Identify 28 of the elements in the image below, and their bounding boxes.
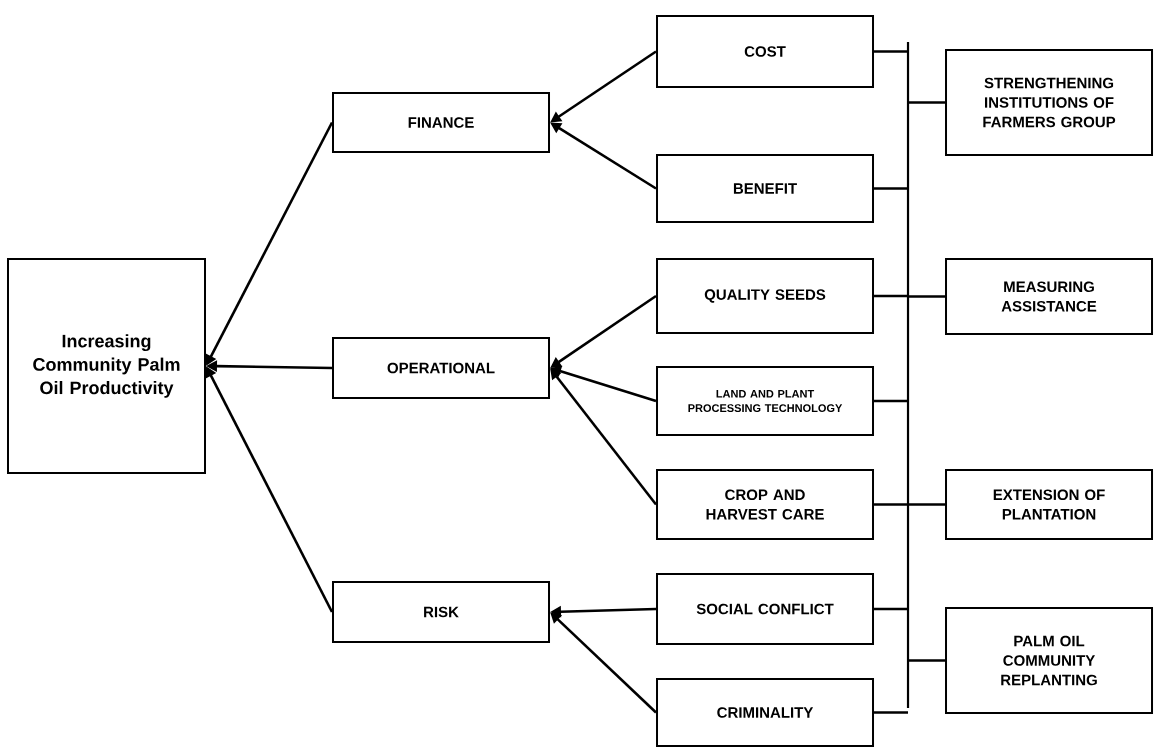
strategy-box: MEASURING ASSISTANCE — [945, 258, 1153, 335]
criterion-box: CRIMINALITY — [656, 678, 874, 747]
bus-line — [906, 40, 910, 710]
criterion-box: CROP AND HARVEST CARE — [656, 469, 874, 540]
category-box: RISK — [332, 581, 550, 643]
connector-line — [874, 503, 908, 506]
criterion-box: BENEFIT — [656, 154, 874, 223]
goal-box: Increasing Community Palm Oil Productivity — [7, 258, 206, 474]
connector-line — [874, 607, 908, 611]
criterion-box: COST — [656, 15, 874, 88]
arrow — [550, 612, 657, 714]
connector-line — [874, 187, 908, 190]
category-box: FINANCE — [332, 92, 550, 153]
connector-line — [874, 711, 908, 714]
category-box: OPERATIONAL — [332, 337, 550, 399]
strategy-box: EXTENSION OF PLANTATION — [945, 469, 1153, 540]
strategy-box: STRENGTHENING INSTITUTIONS OF FARMERS GROUP — [945, 49, 1153, 156]
criterion-box: QUALITY SEEDS — [656, 258, 874, 334]
connector-line — [908, 101, 945, 104]
criterion-box: SOCIAL CONFLICT — [656, 573, 874, 645]
strategy-box: PALM OIL COMMUNITY REPLANTING — [945, 607, 1153, 714]
connector-line — [874, 50, 908, 53]
connector-line — [908, 295, 945, 298]
connector-line — [874, 399, 908, 403]
connector-line — [908, 503, 945, 506]
connector-line — [908, 659, 945, 662]
criterion-box: LAND AND PLANT PROCESSING TECHNOLOGY — [656, 366, 874, 436]
connector-line — [874, 294, 908, 298]
